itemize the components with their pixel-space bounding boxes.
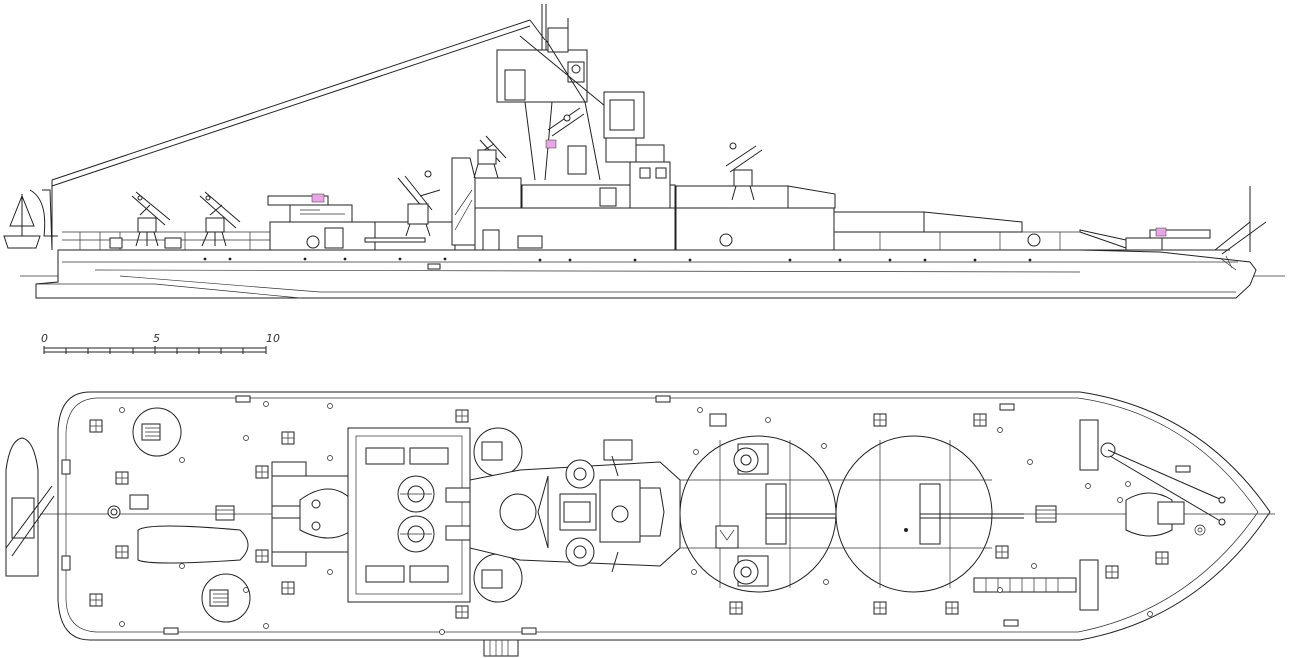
stern-machine-gun-1 xyxy=(131,191,171,247)
aft-gun-tub-1 xyxy=(132,407,182,457)
portholes xyxy=(203,257,1032,262)
fore-gun-circle-1 xyxy=(679,435,864,593)
central-superstructure xyxy=(451,135,676,251)
deck-fittings xyxy=(119,401,1206,635)
bow-gun xyxy=(1079,186,1267,271)
side-elevation xyxy=(3,4,1285,299)
stern-boat xyxy=(3,189,58,251)
aft-gun-tub-2 xyxy=(201,573,251,623)
fore-superstructure xyxy=(675,142,1041,251)
scale-label-5: 5 xyxy=(153,332,160,345)
mast-and-bridge xyxy=(496,4,645,181)
aft-hatch xyxy=(137,525,249,564)
stern-boat-plan xyxy=(5,437,55,577)
aa-deck-plan xyxy=(347,427,473,603)
antenna-wire xyxy=(51,19,546,250)
bridge-plan xyxy=(469,439,681,573)
gangway xyxy=(483,639,519,657)
aft-gun-turret xyxy=(267,193,376,251)
scale-label-0: 0 xyxy=(41,332,48,345)
midship-superstructure xyxy=(364,170,456,251)
scale-label-10: 10 xyxy=(266,332,280,345)
bow-plan xyxy=(973,419,1226,611)
plan-view xyxy=(5,391,1275,657)
deck-vents xyxy=(61,395,1191,635)
scale-bar: 0 5 10 xyxy=(41,332,280,354)
fore-gun-circle-2 xyxy=(835,435,1024,593)
hull-side xyxy=(35,249,1257,299)
stern-machine-gun-2 xyxy=(199,191,241,247)
